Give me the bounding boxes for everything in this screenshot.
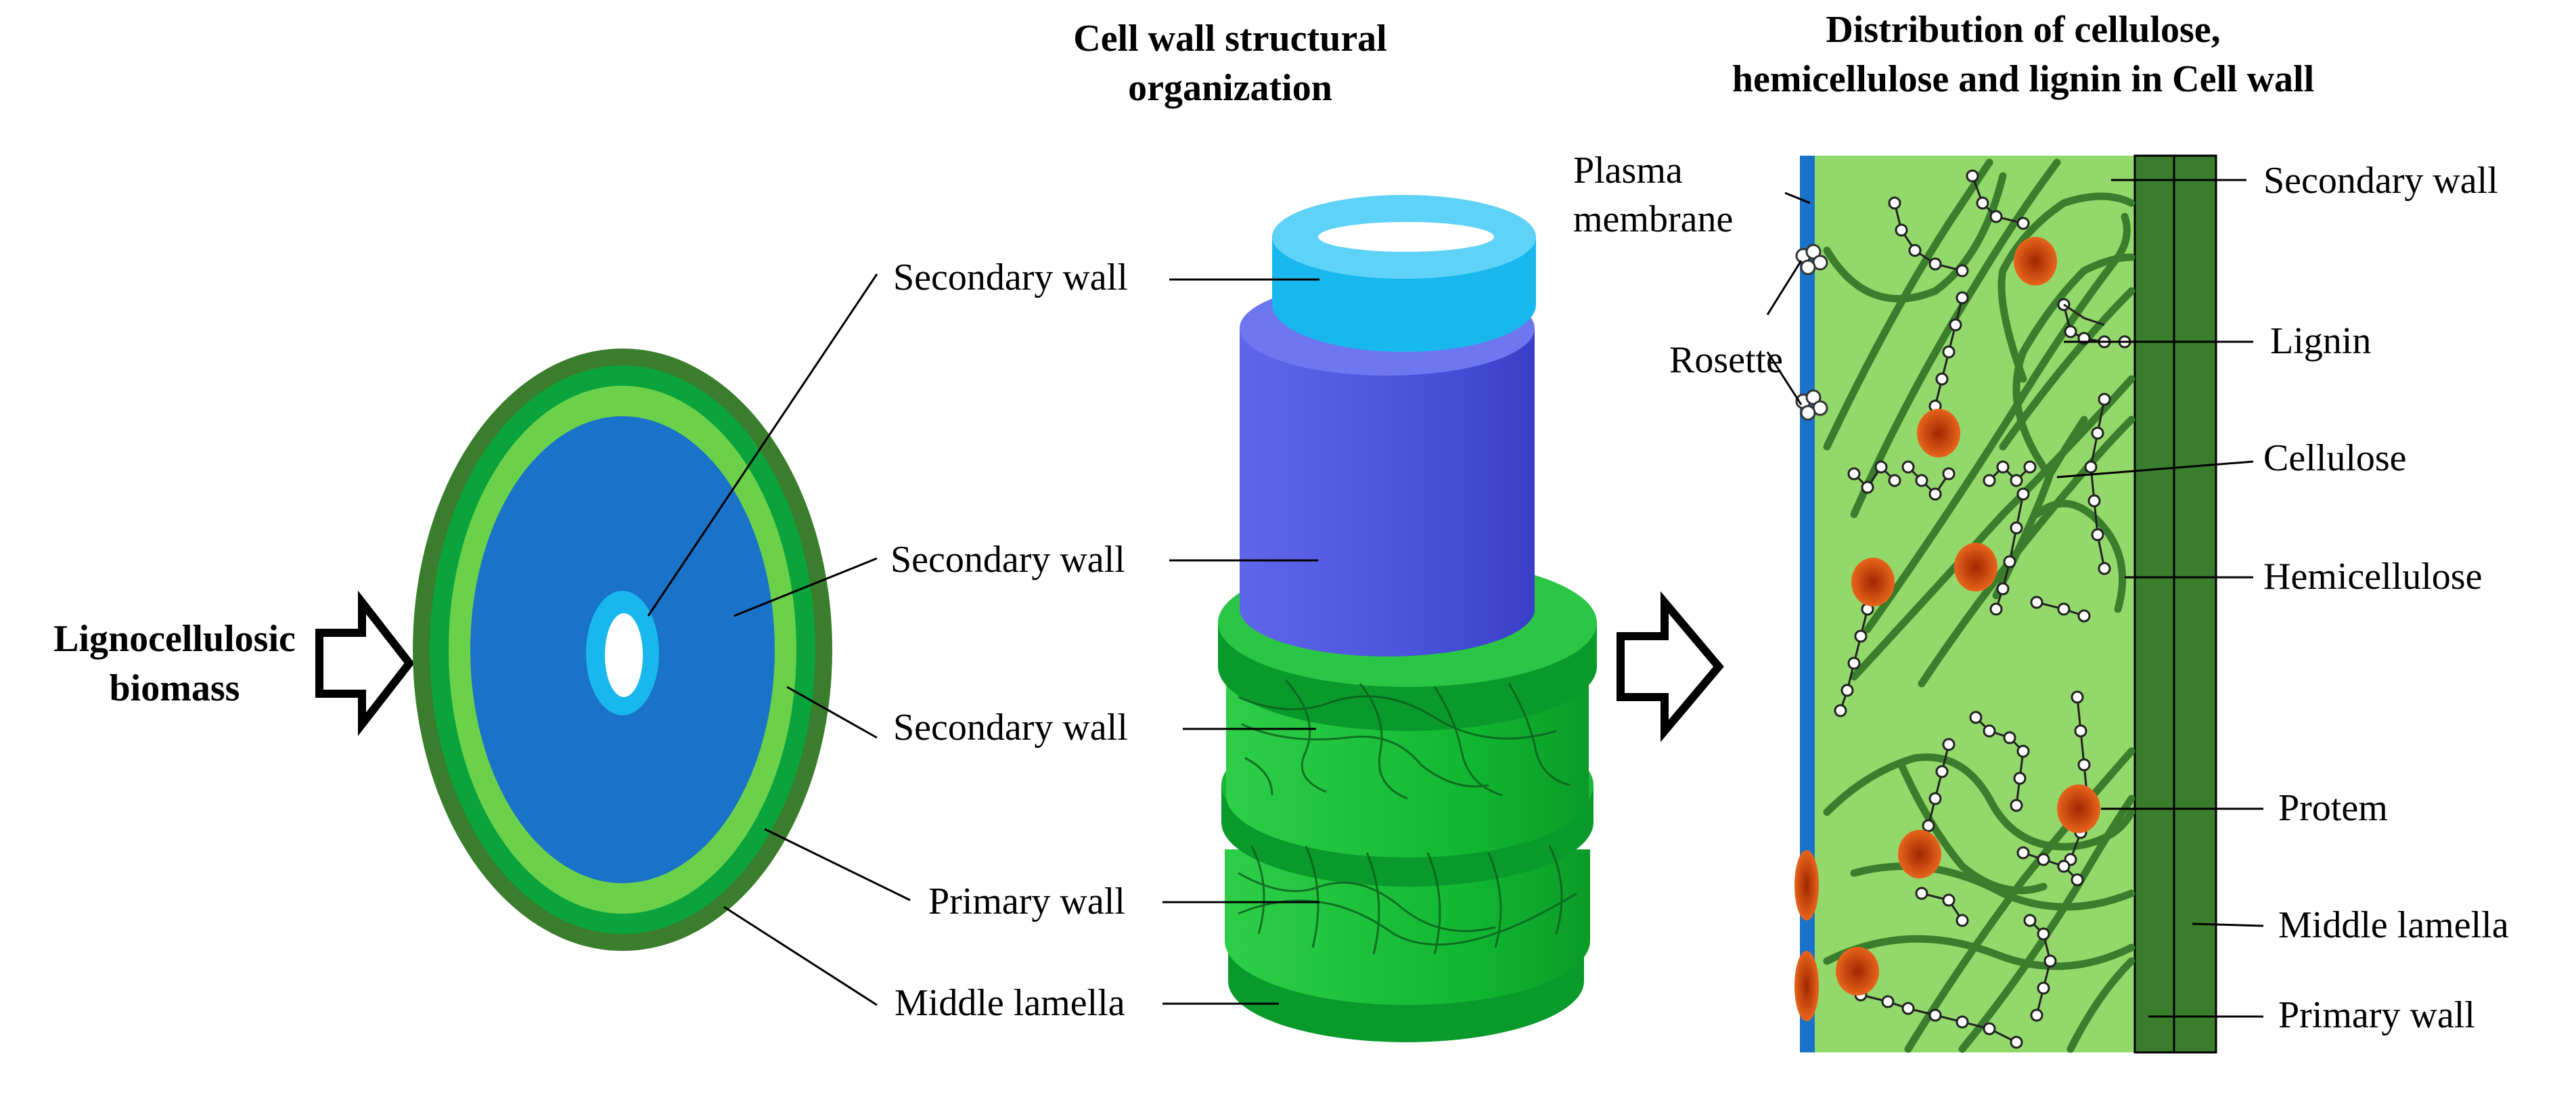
right-callout-lines (1766, 179, 2264, 1018)
input-arrow-icon (315, 590, 415, 736)
cellulose-fibrils (1823, 158, 2136, 1053)
label-middle-lamella: Middle lamella (2278, 904, 2509, 946)
input-label-line1: Lignocellulosic (53, 618, 296, 660)
label-lignin: Lignin (2270, 320, 2371, 362)
input-label-line2: biomass (110, 667, 240, 709)
label-secondary-wall: Secondary wall (2263, 160, 2498, 202)
label-primary-wall: Primary wall (2278, 994, 2475, 1036)
label-protem: Protem (2278, 787, 2388, 829)
output-arrow-icon (1617, 591, 1724, 742)
cellulose-fiber-lines (1238, 679, 1577, 955)
lumen (605, 613, 643, 697)
right-panel: Distribution of cellulose, hemicellulose… (1573, 9, 2509, 1054)
right-title-line1: Distribution of cellulose, (1826, 9, 2220, 51)
middle-panel: Cell wall structural organization (890, 18, 1597, 1042)
middle-title-line1: Cell wall structural (1073, 18, 1386, 60)
callout-secondary-wall-outer: Secondary wall (893, 257, 1128, 298)
plasma-membrane-strip (1800, 156, 1815, 1052)
plasma-membrane-label-line2: membrane (1573, 198, 1733, 240)
right-title-line2: hemicellulose and lignin in Cell wall (1732, 58, 2314, 100)
left-callout-lines (647, 273, 911, 1006)
plasma-membrane-label-line1: Plasma (1573, 150, 1683, 192)
rosette-label: Rosette (1669, 339, 1783, 381)
middle-title-line2: organization (1128, 67, 1332, 109)
middle-lamella-strip (2173, 154, 2217, 1054)
middle-callout-lines (1162, 278, 1319, 1005)
cylinder-stack (1218, 195, 1597, 1042)
label-hemicellulose: Hemicellulose (2263, 556, 2482, 598)
callout-middle-lamella: Middle lamella (895, 982, 1125, 1024)
primary-wall-strip (2133, 154, 2175, 1054)
left-panel: Lignocellulosic biomass (53, 273, 911, 1006)
callout-secondary-wall-middle: Secondary wall (890, 539, 1125, 581)
cross-section (413, 349, 832, 951)
rosette-complexes (1795, 244, 1828, 421)
callout-secondary-wall-inner: Secondary wall (893, 707, 1128, 749)
callout-primary-wall: Primary wall (928, 881, 1125, 922)
label-cellulose: Cellulose (2263, 437, 2407, 479)
protein-particles (1794, 237, 2100, 1021)
